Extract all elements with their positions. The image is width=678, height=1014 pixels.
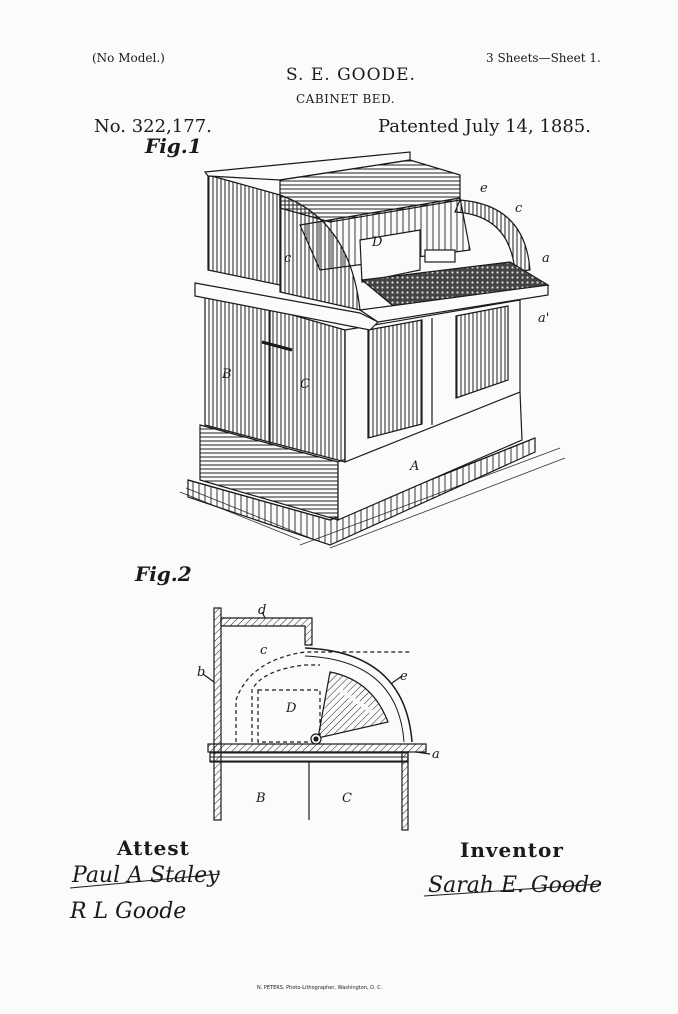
fig1-label-D: D <box>371 235 383 250</box>
fig2-label-d: d <box>258 603 266 618</box>
fig1-label-c-top: c <box>515 201 523 216</box>
fig2-label-b: b <box>197 665 205 680</box>
invention-title: CABINET BED. <box>296 92 396 106</box>
attest-heading: Attest <box>117 836 190 860</box>
fig1-label-a: a <box>542 251 550 266</box>
figure-1-drawing <box>179 151 566 549</box>
inventor-heading: Inventor <box>460 838 564 862</box>
fig1-label-c: c <box>284 251 292 266</box>
figure-2-label: Fig.2 <box>135 562 192 586</box>
fig2-label-e: e <box>400 669 408 684</box>
patent-number: No. 322,177. <box>94 116 212 137</box>
witness-signature-1: Paul A Staley <box>71 863 220 888</box>
fig1-label-A: A <box>409 459 419 474</box>
sheet-number: 3 Sheets—Sheet 1. <box>486 51 601 65</box>
fig1-label-B: B <box>221 367 232 382</box>
figure-2-drawing <box>202 607 431 831</box>
fig2-label-C: C <box>342 791 352 806</box>
inventor-name-heading: S. E. GOODE. <box>286 65 416 85</box>
fig1-label-a-prime: a' <box>538 311 549 326</box>
patent-date: Patented July 14, 1885. <box>378 116 591 137</box>
witness-signature-2: R L Goode <box>69 899 186 924</box>
fig2-label-B: B <box>255 791 266 806</box>
lithographer-credit: N. PETERS, Photo-Lithographer, Washingto… <box>257 985 383 991</box>
fig1-label-C: C <box>300 377 310 392</box>
fig1-label-e: e <box>480 181 488 196</box>
model-note: (No Model.) <box>92 51 165 65</box>
figure-1-label: Fig.1 <box>145 134 202 158</box>
fig2-label-D: D <box>285 701 297 716</box>
fig2-label-c: c <box>260 643 268 658</box>
fig2-label-a: a <box>432 747 440 762</box>
